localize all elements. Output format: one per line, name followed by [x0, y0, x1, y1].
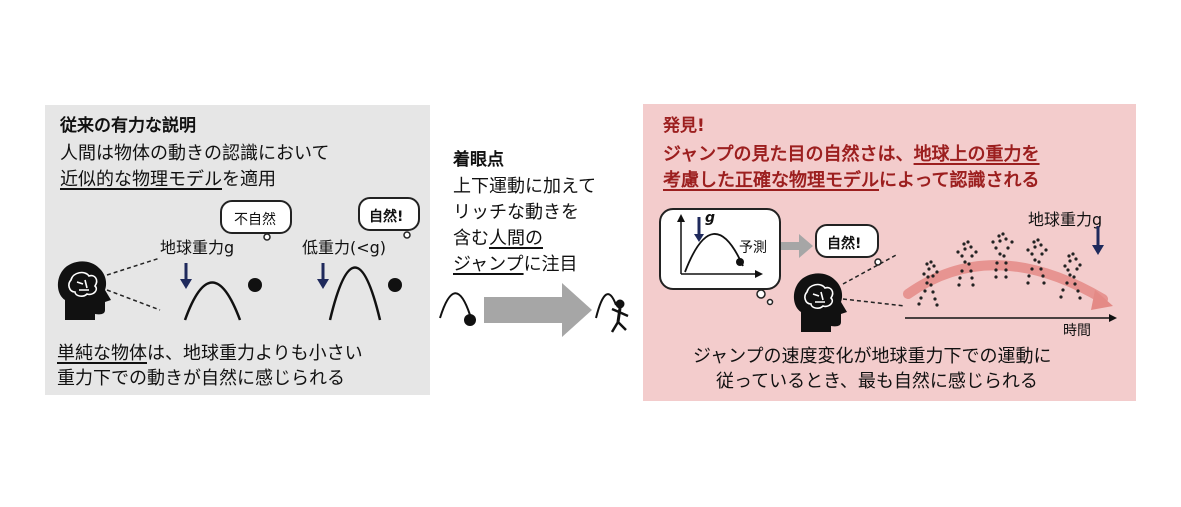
middle-line1: 上下運動に加えて	[453, 176, 597, 197]
mini-trajectory	[595, 293, 617, 319]
middle-line2: リッチな動きを	[453, 202, 579, 223]
right-line1: ジャンプの見た目の自然さは、地球上の重力を	[663, 146, 1040, 164]
label-earth-gravity: 地球重力g	[160, 238, 235, 257]
right-panel-discovery: 発見! ジャンプの見た目の自然さは、地球上の重力を 考慮した正確な物理モデルによ…	[643, 104, 1136, 401]
time-axis-label: 時間	[1063, 323, 1091, 339]
ball-icon	[248, 278, 262, 292]
right-line1-prefix: ジャンプの見た目の自然さは、	[663, 144, 914, 165]
mini-trajectory	[439, 292, 471, 319]
bubble-natural-label: 自然!	[369, 209, 404, 225]
left-bottom-line1-rest: は、地球重力よりも小さい	[147, 343, 363, 364]
speech-bubble-unnatural: 不自然	[220, 200, 292, 234]
middle-line3-prefix: 含む	[453, 228, 489, 249]
graph-g-label: g	[705, 210, 716, 226]
down-arrow-icon	[1092, 226, 1104, 255]
bubble-natural-label: 自然!	[827, 236, 862, 252]
gaze-line-upper	[842, 253, 899, 285]
head-with-brain-icon	[793, 273, 847, 332]
dotted-figure-icon	[956, 240, 978, 287]
dotted-figure-icon	[917, 260, 939, 307]
right-illustration	[677, 214, 1117, 332]
bubble-tail-dot	[766, 298, 774, 306]
right-bottom-line1: ジャンプの速度変化が地球重力下での運動に	[693, 346, 1052, 367]
dotted-figure-icon	[991, 232, 1014, 279]
middle-line4: ジャンプに注目	[453, 256, 578, 274]
jumping-person-icon	[610, 299, 629, 333]
human-text: 人間の	[489, 228, 543, 249]
middle-line3: 含む人間の	[453, 230, 543, 248]
dotted-figures	[917, 232, 1082, 307]
gaze-line-upper	[106, 257, 161, 276]
dotted-figure-icon	[1059, 252, 1082, 300]
earth-gravity-text: 地球上の重力を	[913, 144, 1040, 165]
middle-line4-rest: に注目	[523, 254, 578, 275]
bubble-unnatural-label: 不自然	[234, 212, 276, 228]
prediction-graph	[677, 214, 763, 278]
trajectory-earth-gravity	[183, 281, 242, 321]
right-arrow-icon	[781, 234, 813, 258]
big-right-arrow-icon	[484, 283, 592, 337]
ball-icon	[388, 278, 402, 292]
left-illustration	[57, 231, 411, 321]
bubble-tail-dot	[403, 231, 411, 239]
gaze-line-lower	[842, 298, 906, 307]
left-bottom-line1: 単純な物体は、地球重力よりも小さい	[57, 345, 363, 363]
right-bottom-line2: 従っているとき、最も自然に感じられる	[716, 371, 1038, 392]
approx-physics-model-text: 近似的な物理モデル	[60, 169, 222, 190]
dotted-figure-icon	[1026, 238, 1048, 285]
left-desc-line2: 近似的な物理モデルを適用	[60, 171, 276, 189]
left-desc-line1: 人間は物体の動きの認識において	[60, 143, 330, 164]
right-line2-rest: によって認識される	[879, 170, 1040, 191]
jump-text: ジャンプ	[453, 254, 524, 275]
label-low-gravity: 低重力(<g)	[302, 238, 387, 257]
time-axis-arrowhead	[1109, 314, 1117, 322]
right-line2: 考慮した正確な物理モデルによって認識される	[663, 172, 1040, 190]
ball-icon	[464, 314, 476, 326]
right-title: 発見!	[663, 116, 705, 136]
left-panel-conventional: 従来の有力な説明 人間は物体の動きの認識において 近似的な物理モデルを適用 不自…	[45, 105, 430, 395]
gaze-line-lower	[106, 289, 161, 311]
right-earth-gravity-label: 地球重力g	[1028, 210, 1103, 229]
down-arrow-icon	[180, 263, 192, 289]
bubble-tail-dot	[263, 233, 271, 241]
bubble-tail-dot	[874, 258, 882, 266]
simple-object-text: 単純な物体	[57, 343, 147, 364]
left-desc-line2-rest: を適用	[222, 169, 276, 190]
head-with-brain-icon	[57, 261, 111, 320]
speech-bubble-natural: 自然!	[358, 197, 420, 231]
left-bottom-line2: 重力下での動きが自然に感じられる	[57, 368, 345, 389]
down-arrow-icon	[317, 263, 329, 289]
trajectory-arrowhead	[1091, 290, 1113, 310]
speech-bubble-natural: 自然!	[815, 224, 879, 258]
jump-trajectory-arrow	[903, 260, 1108, 304]
accurate-model-text: 考慮した正確な物理モデル	[663, 170, 879, 191]
left-title: 従来の有力な説明	[60, 116, 196, 136]
prediction-label: 予測	[739, 240, 767, 256]
bubble-tail-dot	[756, 289, 766, 299]
middle-title: 着眼点	[453, 150, 504, 170]
trajectory-low-gravity	[328, 266, 382, 321]
